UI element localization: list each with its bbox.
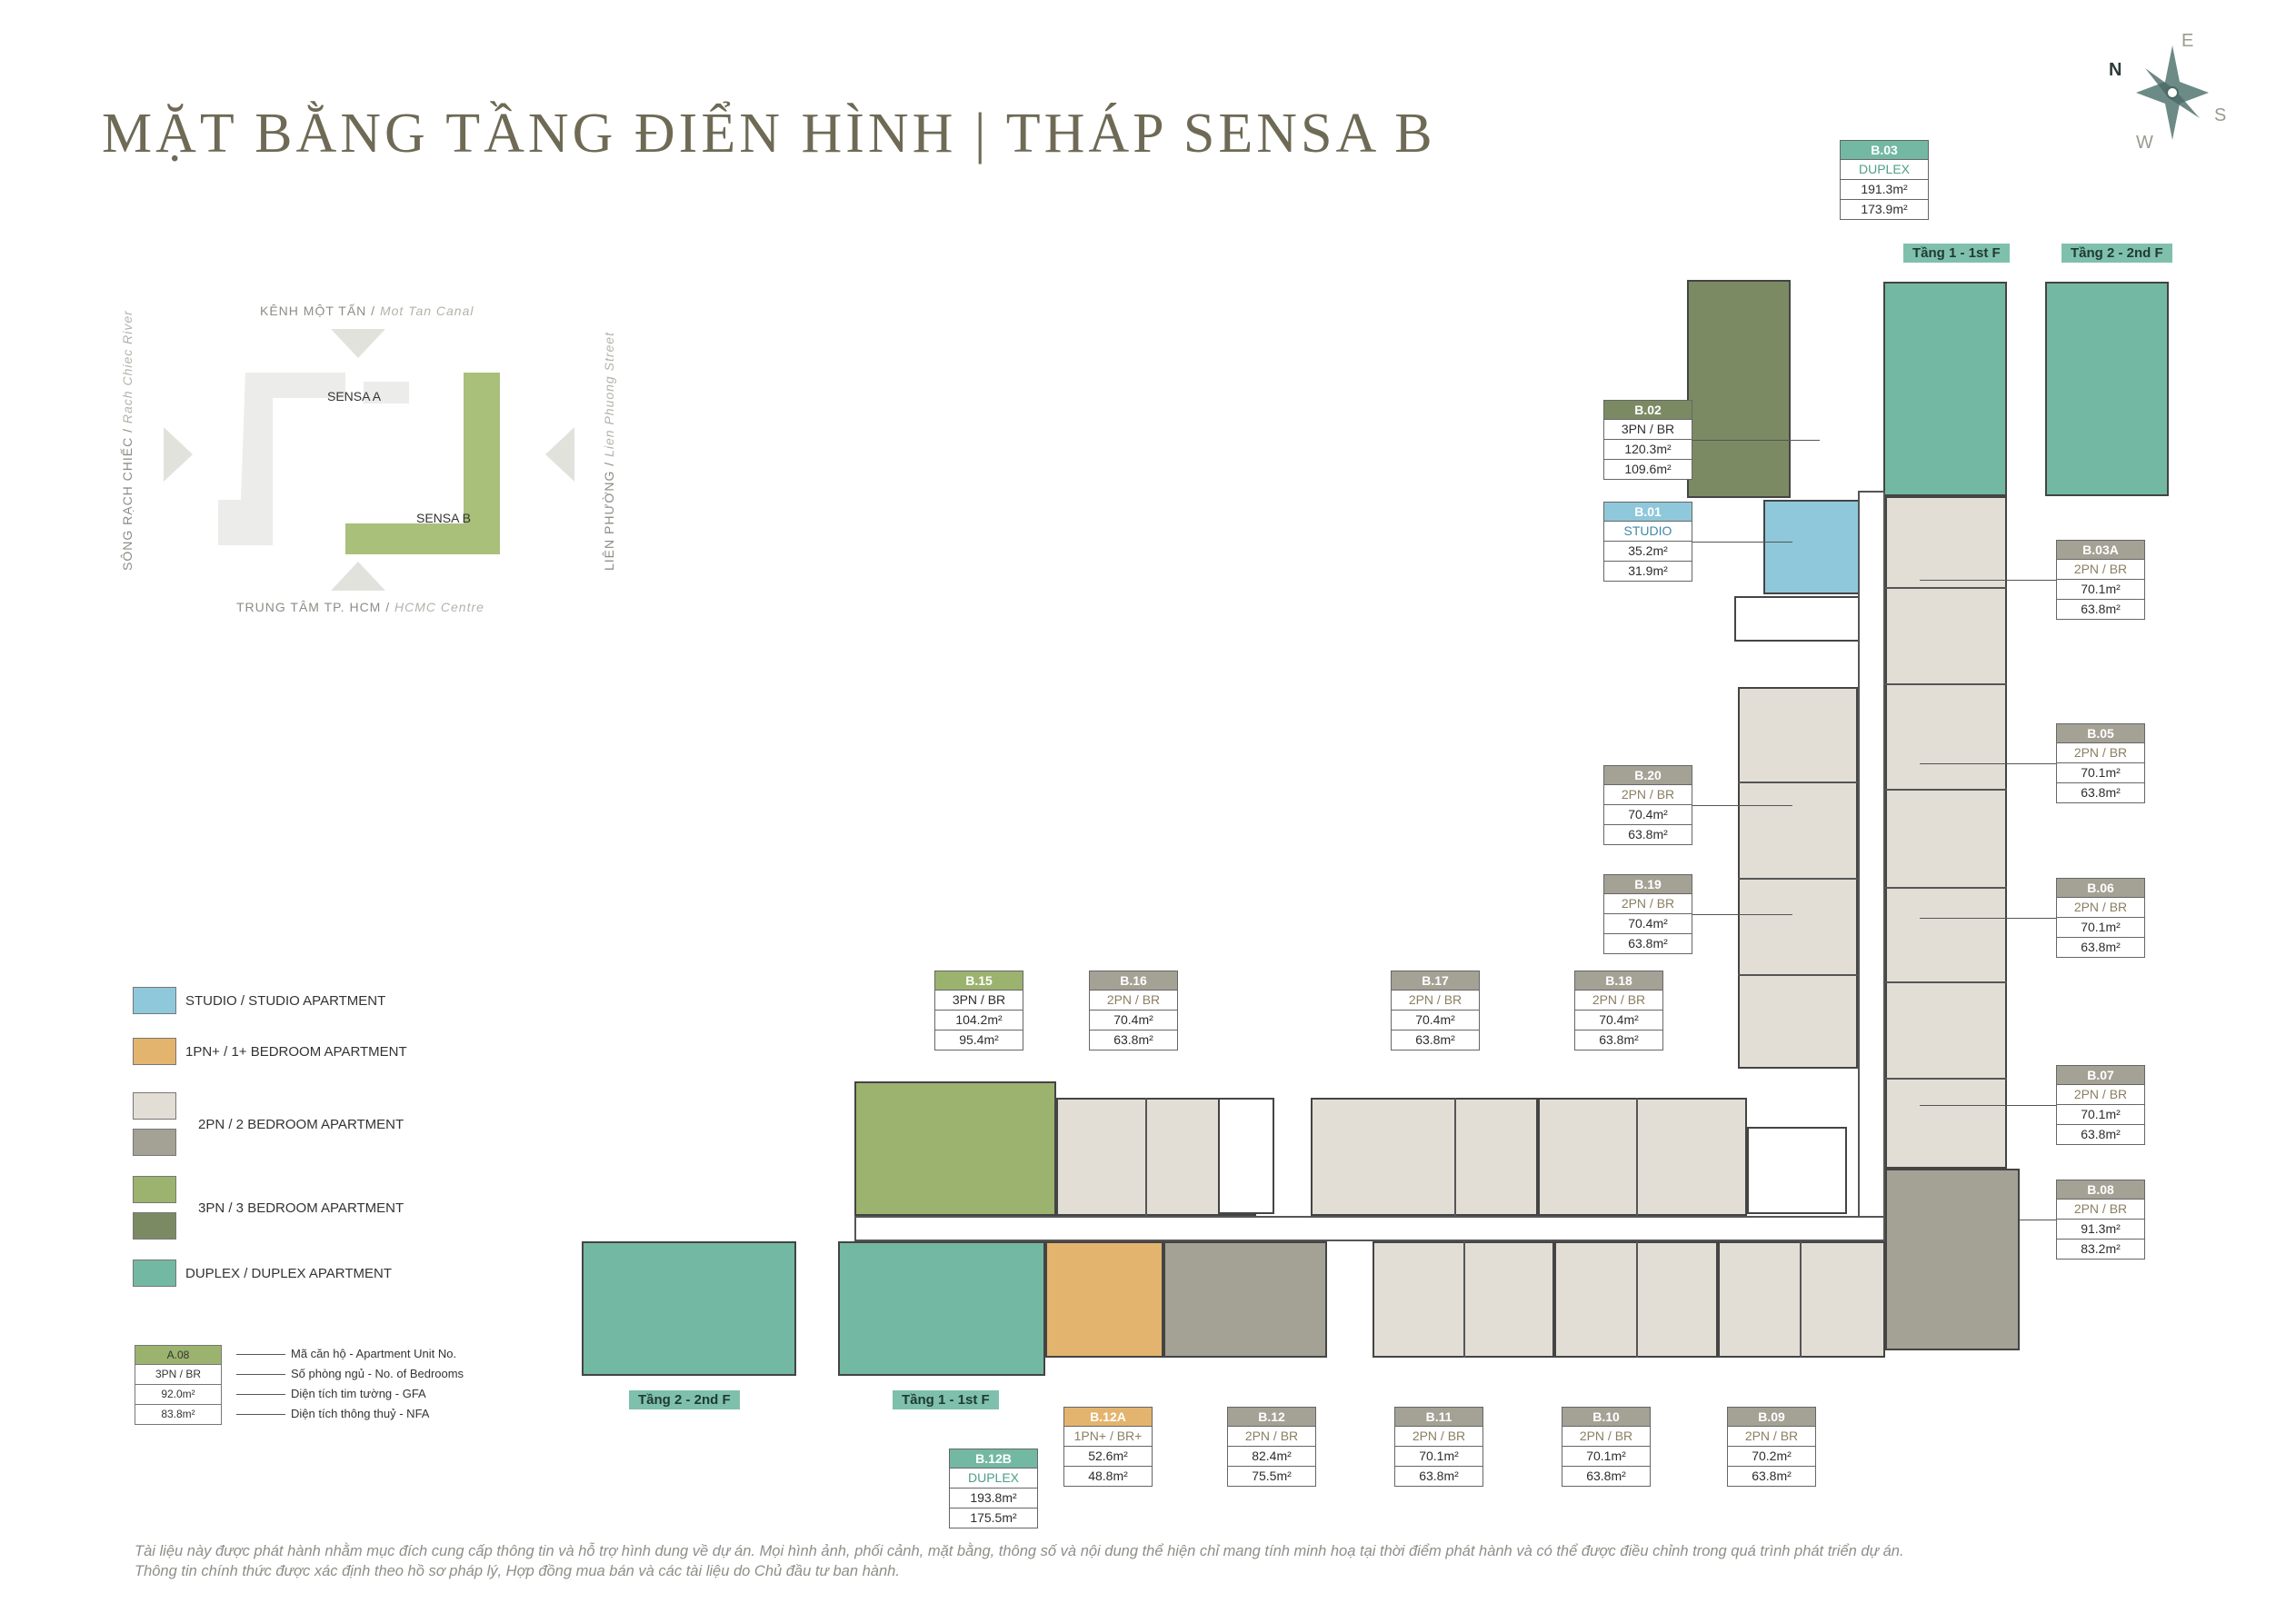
- keymap-left-label: SÔNG RẠCH CHIẾC / Rach Chiec River: [120, 310, 135, 571]
- swatch-studio: [133, 987, 176, 1014]
- label-b09[interactable]: B.09 2PN / BR 70.2m² 63.8m²: [1727, 1407, 1816, 1487]
- key-type: 3PN / BR: [135, 1365, 222, 1385]
- label-b07[interactable]: B.07 2PN / BR 70.1m² 63.8m²: [2056, 1065, 2145, 1145]
- floor-tag-b12b-f2: Tầng 2 - 2nd F: [629, 1390, 740, 1409]
- keymap-bottom-label: TRUNG TÂM TP. HCM / HCMC Centre: [236, 600, 484, 614]
- swatch-1br: [133, 1038, 176, 1065]
- swatch-3br-light: [133, 1176, 176, 1203]
- legend-3br: 3PN / 3 BEDROOM APARTMENT: [133, 1176, 404, 1240]
- unit-b02-area[interactable]: [1687, 280, 1791, 498]
- label-b08[interactable]: B.08 2PN / BR 91.3m² 83.2m²: [2056, 1180, 2145, 1260]
- swatch-3br-dark: [133, 1212, 176, 1240]
- unit-b12a-area[interactable]: [1045, 1241, 1163, 1358]
- legend-duplex: DUPLEX / DUPLEX APARTMENT: [133, 1260, 392, 1287]
- label-b01[interactable]: B.01 STUDIO 35.2m² 31.9m²: [1603, 502, 1692, 582]
- label-b10[interactable]: B.10 2PN / BR 70.1m² 63.8m²: [1562, 1407, 1651, 1487]
- label-b20[interactable]: B.20 2PN / BR 70.4m² 63.8m²: [1603, 765, 1692, 845]
- unit-b12b-floor2[interactable]: [582, 1241, 796, 1376]
- label-b11[interactable]: B.11 2PN / BR 70.1m² 63.8m²: [1394, 1407, 1483, 1487]
- label-b05[interactable]: B.05 2PN / BR 70.1m² 63.8m²: [2056, 723, 2145, 803]
- unit-b03-floor1[interactable]: [1883, 282, 2007, 496]
- compass-s: S: [2214, 105, 2227, 125]
- unit-b12b-floor1[interactable]: [838, 1241, 1045, 1376]
- key-note-code: Mã căn hộ - Apartment Unit No.: [291, 1347, 457, 1360]
- disclaimer-line-1: Tài liệu này được phát hành nhằm mục đíc…: [135, 1543, 1904, 1559]
- label-b19[interactable]: B.19 2PN / BR 70.4m² 63.8m²: [1603, 874, 1692, 954]
- key-note-gfa: Diện tích tim tường - GFA: [291, 1387, 426, 1400]
- label-b12b[interactable]: B.12B DUPLEX 193.8m² 175.5m²: [949, 1449, 1038, 1528]
- corridor-horizontal: [854, 1216, 1885, 1241]
- site-key-map: KÊNH MỘT TẤN / Mot Tan Canal SENSA A SEN…: [120, 291, 618, 618]
- key-code: A.08: [135, 1345, 222, 1365]
- floor-tag-b12b-f1: Tầng 1 - 1st F: [893, 1390, 999, 1409]
- label-b18[interactable]: B.18 2PN / BR 70.4m² 63.8m²: [1574, 971, 1663, 1050]
- legend-1br: 1PN+ / 1+ BEDROOM APARTMENT: [133, 1038, 407, 1065]
- swatch-2br-light: [133, 1092, 176, 1120]
- label-b12[interactable]: B.12 2PN / BR 82.4m² 75.5m²: [1227, 1407, 1316, 1487]
- legend-studio: STUDIO / STUDIO APARTMENT: [133, 987, 385, 1014]
- label-b03a[interactable]: B.03A 2PN / BR 70.1m² 63.8m²: [2056, 540, 2145, 620]
- key-note-type: Số phòng ngủ - No. of Bedrooms: [291, 1367, 464, 1380]
- swatch-2br-dark: [133, 1129, 176, 1156]
- floor-tag-b03-f1: Tầng 1 - 1st F: [1903, 244, 2010, 263]
- stair-core-north: [1734, 596, 1860, 642]
- label-b17[interactable]: B.17 2PN / BR 70.4m² 63.8m²: [1391, 971, 1480, 1050]
- unit-b03-floor2[interactable]: [2045, 282, 2169, 496]
- keymap-sensa-a: SENSA A: [327, 389, 382, 403]
- label-b16[interactable]: B.16 2PN / BR 70.4m² 63.8m²: [1089, 971, 1178, 1050]
- disclaimer: Tài liệu này được phát hành nhằm mục đíc…: [135, 1541, 2225, 1581]
- label-b06[interactable]: B.06 2PN / BR 70.1m² 63.8m²: [2056, 878, 2145, 958]
- unit-b18-area[interactable]: [1538, 1098, 1747, 1216]
- label-b15[interactable]: B.15 3PN / BR 104.2m² 95.4m²: [934, 971, 1023, 1050]
- compass: N E S W: [2091, 27, 2227, 164]
- key-card: A.08 3PN / BR 92.0m² 83.8m²: [135, 1345, 222, 1425]
- label-b03[interactable]: B.03 DUPLEX 191.3m² 173.9m²: [1840, 140, 1929, 220]
- east-wing-units[interactable]: [1885, 496, 2007, 1169]
- site-block-outline: [218, 373, 500, 554]
- key-note-nfa: Diện tích thông thuỷ - NFA: [291, 1407, 430, 1420]
- keymap-sensa-b: SENSA B: [416, 511, 471, 525]
- label-b02[interactable]: B.02 3PN / BR 120.3m² 109.6m²: [1603, 400, 1692, 480]
- compass-n: N: [2109, 60, 2122, 80]
- unit-b08-area[interactable]: [1885, 1169, 2020, 1350]
- swatch-duplex: [133, 1260, 176, 1287]
- label-b12a[interactable]: B.12A 1PN+ / BR+ 52.6m² 48.8m²: [1063, 1407, 1153, 1487]
- key-gfa: 92.0m²: [135, 1385, 222, 1405]
- compass-w: W: [2136, 133, 2153, 153]
- unit-b17-area[interactable]: [1311, 1098, 1538, 1216]
- stair-core-south: [1747, 1127, 1847, 1214]
- arrow-right-icon: [164, 427, 193, 482]
- arrow-down-icon: [331, 329, 385, 358]
- key-nfa: 83.8m²: [135, 1405, 222, 1425]
- unit-b09-area[interactable]: [1718, 1241, 1885, 1358]
- floor-tag-b03-f2: Tầng 2 - 2nd F: [2061, 244, 2172, 263]
- compass-e: E: [2181, 31, 2194, 51]
- arrow-up-icon: [331, 562, 385, 591]
- floor-plan: [564, 273, 2169, 1376]
- legend-2br: 2PN / 2 BEDROOM APARTMENT: [133, 1092, 404, 1156]
- unit-b01-area[interactable]: [1763, 500, 1860, 594]
- stair-core-mid: [1218, 1098, 1274, 1214]
- keymap-top-label: KÊNH MỘT TẤN / Mot Tan Canal: [260, 304, 474, 318]
- unit-b15-area[interactable]: [854, 1081, 1056, 1216]
- corridor-vertical-west: [1858, 491, 1885, 1345]
- page-title: MẶT BẰNG TẦNG ĐIỂN HÌNH | THÁP SENSA B: [102, 103, 1436, 164]
- arrow-left-icon: [545, 427, 574, 482]
- compass-rose-icon: [2136, 45, 2209, 140]
- disclaimer-line-2: Thông tin chính thức được xác định theo …: [135, 1563, 900, 1579]
- unit-b12-area[interactable]: [1163, 1241, 1327, 1358]
